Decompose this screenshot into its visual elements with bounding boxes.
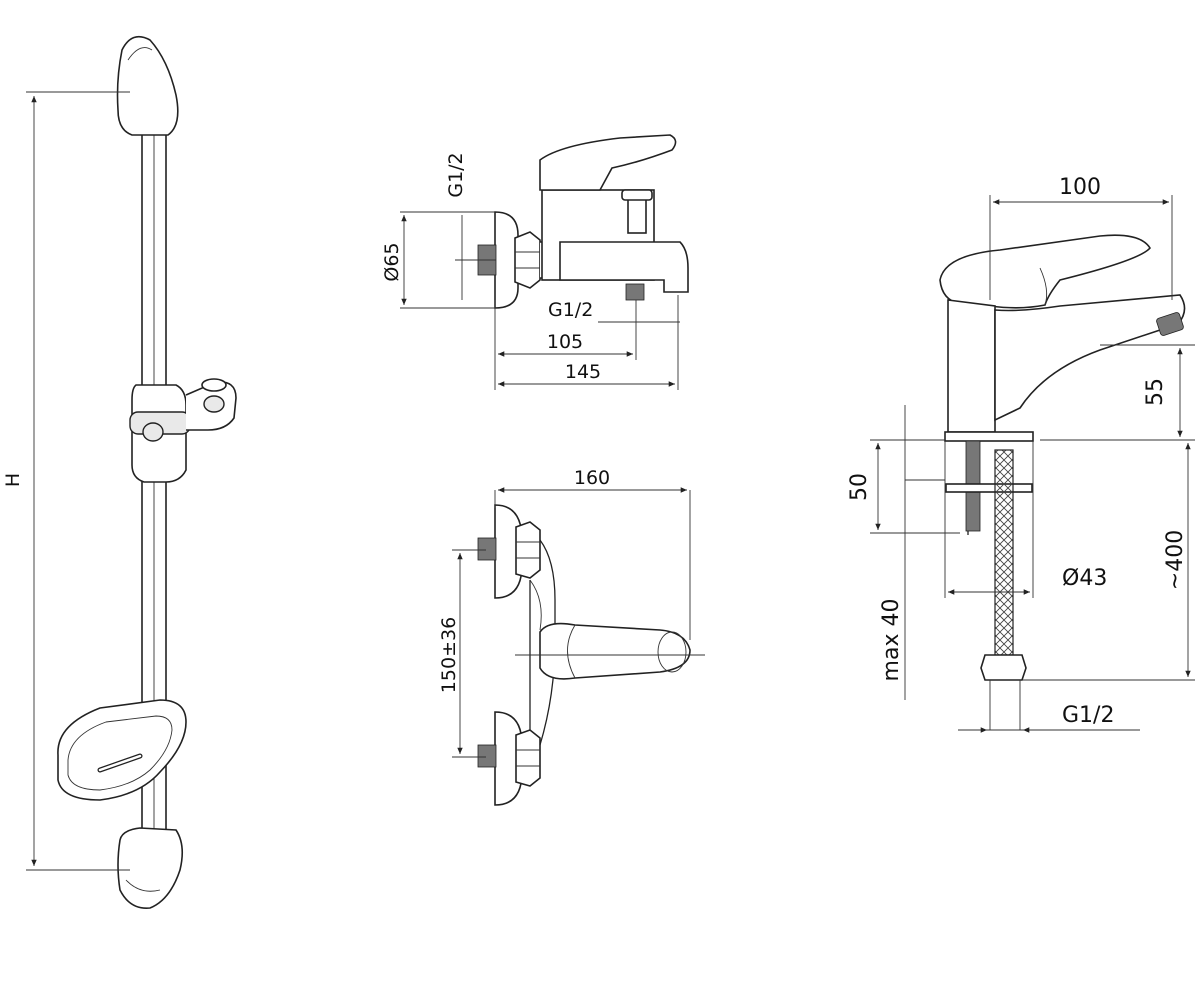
wall-flange — [494, 211, 519, 309]
bath-spout — [559, 241, 689, 293]
lever-top-view — [539, 622, 691, 680]
inlet-nut — [514, 231, 541, 289]
basin-spout — [994, 294, 1186, 422]
slider-knob — [142, 422, 164, 442]
basin-lever — [939, 234, 1151, 309]
spout-height-label: 55 — [1143, 378, 1168, 406]
basin-body — [947, 299, 996, 433]
dim-105-label: 105 — [547, 331, 583, 353]
soap-dish — [57, 699, 187, 801]
base-ring — [944, 431, 1034, 442]
inlet-spacing-label: 150±36 — [438, 617, 460, 693]
hose-thread-label: G1/2 — [1062, 703, 1114, 728]
hose-nut — [980, 654, 1027, 681]
basin-width-label: 100 — [1059, 175, 1101, 200]
flexible-hose — [994, 449, 1014, 656]
bottom-wall-bracket — [117, 827, 184, 909]
shower-rail-drawing: H — [2, 35, 237, 909]
top-wall-bracket — [116, 35, 179, 136]
top-width-label: 160 — [574, 467, 610, 489]
shank-diameter-label: Ø43 — [1062, 566, 1107, 591]
max-thickness-label: max 40 — [879, 599, 904, 682]
flange-diameter-label: Ø65 — [381, 242, 403, 281]
aerator — [1156, 312, 1184, 336]
fixing-plate — [945, 483, 1033, 493]
basin-mixer-drawing: 100 55 ~400 50 max 40 Ø43 G1/2 — [847, 175, 1195, 733]
dim-145-label: 145 — [565, 361, 601, 383]
inlet-thread-label: G1/2 — [445, 152, 467, 197]
bath-mixer-top-drawing: 160 150±36 — [438, 467, 705, 806]
base-height-label: 50 — [847, 473, 872, 501]
bath-mixer-side-drawing: Ø65 G1/2 G1/2 105 145 — [381, 134, 689, 390]
hose-length-label: ~400 — [1163, 530, 1188, 590]
spout-thread-label: G1/2 — [548, 299, 593, 321]
rail-height-label: H — [2, 473, 24, 487]
mixer-lever — [539, 134, 677, 191]
shower-outlet-thread — [625, 283, 645, 301]
